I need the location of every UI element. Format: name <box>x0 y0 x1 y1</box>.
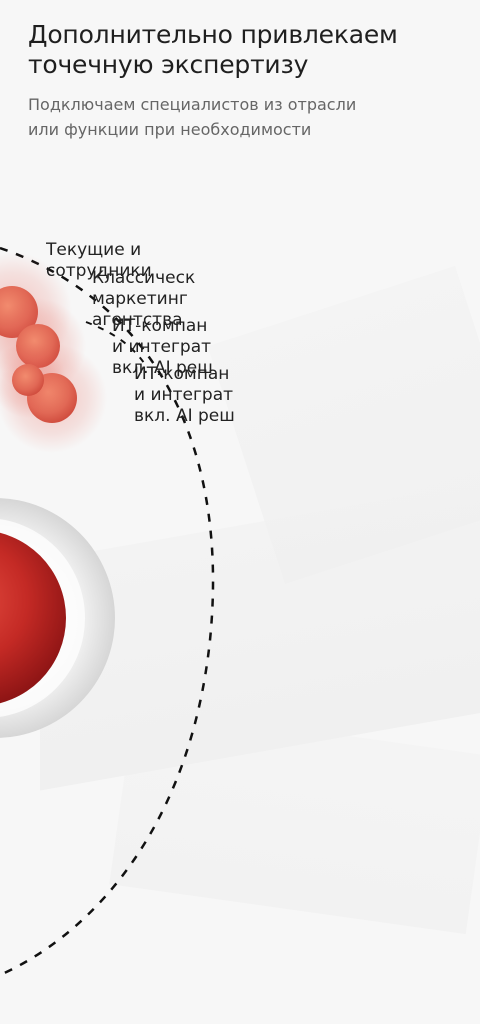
page-title: Дополнительно привлекаем точечную экспер… <box>28 20 398 79</box>
main-sphere-group <box>0 498 115 738</box>
label-classic-marketing-agencies: Классическ маркетинг агентства <box>92 268 196 330</box>
label-it-companies-integrators: ИТ-компан и интеграт вкл. AI реш <box>112 316 213 378</box>
label-current-employees: Текущие и сотрудники <box>46 240 152 281</box>
label-it-companies-integrators-duplicate: ИТ-компан и интеграт вкл. AI реш <box>134 364 235 426</box>
page-subtitle: Подключаем специалистов из отрасли или ф… <box>28 95 357 139</box>
main-sphere <box>0 532 66 704</box>
small-sphere <box>12 364 44 396</box>
orbit-dashed-path <box>0 246 215 977</box>
orbit-connector-dashed <box>85 321 147 367</box>
small-spheres <box>0 252 107 453</box>
